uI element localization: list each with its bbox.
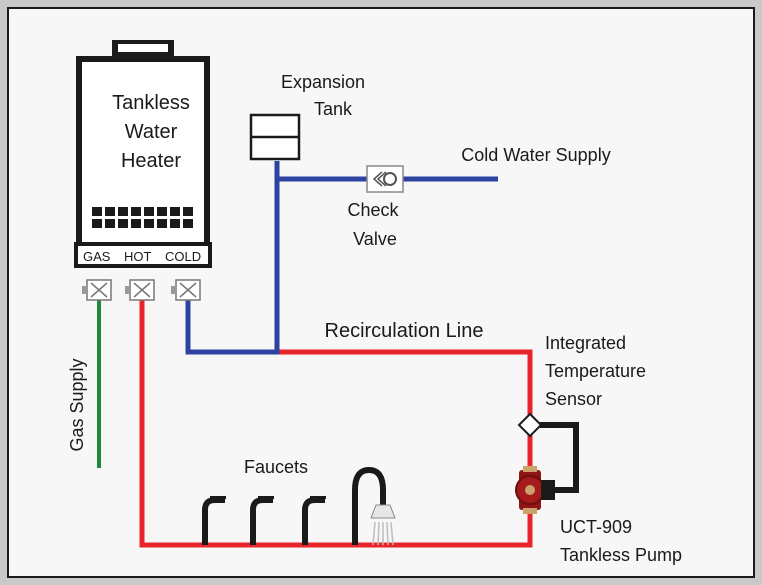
- burner-grid-icon: [90, 206, 200, 230]
- burner-cell: [118, 219, 128, 228]
- faucet-2: [250, 497, 273, 545]
- burner-cell: [92, 219, 102, 228]
- faucets-group: [202, 466, 386, 545]
- pump-label-1: UCT-909: [560, 517, 632, 537]
- port-label-hot: HOT: [124, 249, 152, 264]
- cold-water-supply-label: Cold Water Supply: [461, 145, 610, 165]
- port-label-cold: COLD: [165, 249, 201, 264]
- cold-shutoff-valve-icon: [171, 279, 201, 301]
- burner-cell: [183, 207, 193, 216]
- gas-shutoff-valve-icon: [82, 279, 112, 301]
- heater-title-line-2: Water: [125, 121, 178, 143]
- burner-cell: [92, 207, 102, 216]
- burner-cell: [131, 207, 141, 216]
- sensor-wire: [540, 422, 579, 493]
- burner-cell: [144, 207, 154, 216]
- sensor-label-1: Integrated: [545, 333, 626, 353]
- expansion-tank-label-2: Tank: [314, 99, 353, 119]
- temperature-sensor-icon: [517, 412, 543, 438]
- burner-cell: [118, 207, 128, 216]
- faucet-3: [302, 497, 325, 545]
- check-valve-label-1: Check: [347, 200, 399, 220]
- faucet-1: [202, 497, 225, 545]
- faucet-caps: [210, 496, 326, 499]
- sensor-label-3: Sensor: [545, 389, 602, 409]
- burner-cell: [144, 219, 154, 228]
- burner-cell: [170, 219, 180, 228]
- cold-return-pipe: [185, 161, 280, 355]
- pump-label-2: Tankless Pump: [560, 545, 682, 565]
- burner-cell: [183, 219, 193, 228]
- expansion-tank-icon: [249, 113, 301, 161]
- burner-cell: [157, 207, 167, 216]
- heater-title-line-3: Heater: [121, 150, 181, 172]
- heater-port-bar: [74, 242, 212, 268]
- pump-icon: [515, 466, 555, 514]
- gas-supply-label: Gas Supply: [67, 358, 87, 451]
- burner-cell: [157, 219, 167, 228]
- shower-head-icon: [370, 504, 396, 546]
- check-valve-icon: [366, 165, 404, 193]
- heater-title-line-1: Tankless: [112, 92, 190, 114]
- tankless-water-heater: Tankless Water Heater GAS HOT COLD: [74, 40, 212, 268]
- burner-cell: [105, 207, 115, 216]
- port-label-gas: GAS: [83, 249, 111, 264]
- burner-cell: [131, 219, 141, 228]
- check-valve-label-2: Valve: [353, 229, 397, 249]
- hot-shutoff-valve-icon: [125, 279, 155, 301]
- hot-water-pipe: [139, 296, 533, 548]
- burner-cell: [105, 219, 115, 228]
- burner-cell: [170, 207, 180, 216]
- sensor-label-2: Temperature: [545, 361, 646, 381]
- recirculation-line-label: Recirculation Line: [325, 320, 484, 342]
- shower-head-pipe: [352, 466, 386, 545]
- expansion-tank-label-1: Expansion: [281, 72, 365, 92]
- faucets-label: Faucets: [244, 457, 308, 477]
